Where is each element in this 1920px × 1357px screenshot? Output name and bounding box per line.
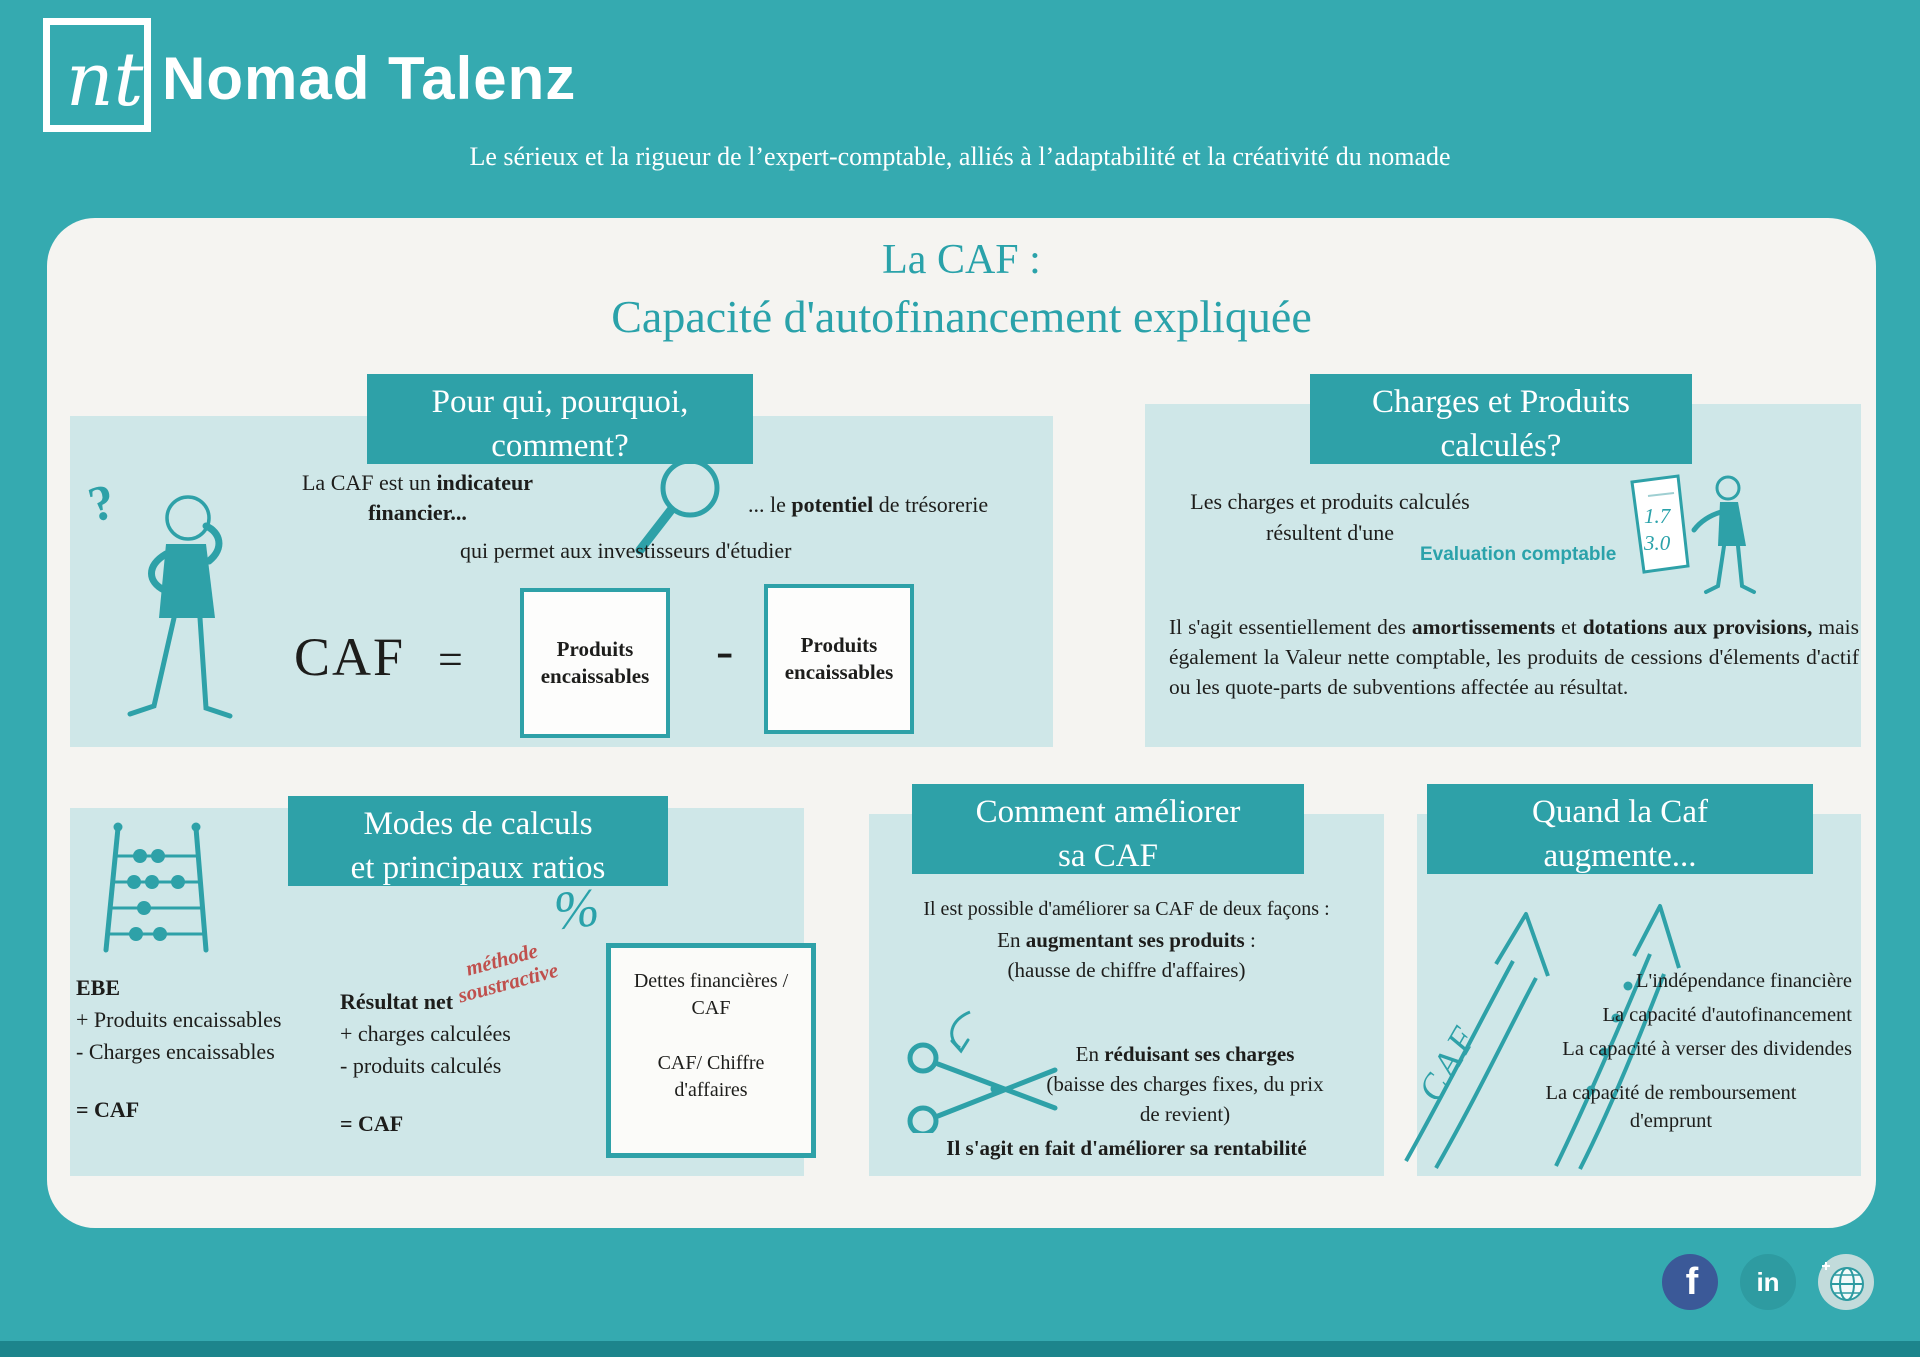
rn-result: = CAF <box>340 1110 404 1136</box>
globe-glyph <box>1822 1262 1864 1301</box>
improve-line-2: En augmentant ses produits : <box>869 928 1384 953</box>
charges-intro-line2: résultent d'une <box>1266 520 1394 546</box>
ebe-line1: + Produits encaissables <box>76 1006 282 1032</box>
section-who-header-line1: Pour qui, pourquoi, <box>431 384 689 420</box>
section-charges-header: Charges et Produits calculés? <box>1310 374 1692 464</box>
intro-bold: indicateur financier... <box>368 470 533 525</box>
para-pre: Il s'agit essentiellement des <box>1169 615 1412 639</box>
improve-line-3: (hausse de chiffre d'affaires) <box>1007 958 1246 982</box>
rn-line1: + charges calculées <box>340 1020 511 1046</box>
section-improve-panel <box>869 814 1384 1176</box>
brand-name: Nomad Talenz <box>162 45 577 112</box>
section-increase-header: Quand la Caf augmente... <box>1427 784 1813 874</box>
caf-formula-word: CAF <box>294 627 406 687</box>
facebook-icon[interactable]: f <box>1662 1254 1718 1310</box>
ratio2-line1: CAF/ Chiffre <box>657 1052 765 1074</box>
investors-text: qui permet aux investisseurs d'étudier <box>460 538 792 563</box>
rising-arrows-icon: CAF <box>1404 904 1681 1170</box>
globe-icon[interactable] <box>1818 1254 1874 1310</box>
nt-monogram-icon: nt <box>66 37 144 123</box>
section-increase-header-line1: Quand la Caf <box>1532 794 1708 830</box>
logo-monogram: nt <box>66 37 144 123</box>
improve-line4-bold: réduisant ses charges <box>1104 1042 1295 1066</box>
potential-bold: potentiel <box>791 492 874 517</box>
para-bold1: amortissements <box>1411 615 1556 639</box>
equals-sign: = <box>438 635 463 684</box>
section-increase-panel <box>1417 814 1861 1176</box>
doc-number-2: 3.0 <box>1643 531 1671 555</box>
thinking-person-icon: ? <box>88 472 233 719</box>
box2-label: Produits encaissables <box>784 632 894 684</box>
scissors-icon <box>907 1010 1058 1133</box>
para-mid: et <box>1555 615 1583 639</box>
improve-line-5: (baisse des charges fixes, du prix <box>1046 1072 1324 1096</box>
facebook-letter: f <box>1685 1260 1699 1303</box>
improve-line-6: de revient) <box>1139 1102 1231 1126</box>
increase-item: L'indépendance financière <box>1636 970 1852 992</box>
section-who-header-line2: comment? <box>491 427 629 464</box>
ebe-title: EBE <box>76 975 121 1000</box>
improve-line4-pre: En <box>1075 1042 1105 1066</box>
ebe-line2: - Charges encaissables <box>76 1038 275 1064</box>
improve-line-4: En réduisant ses charges <box>1010 1042 1360 1067</box>
ratios-box: Dettes financières / CAF CAF/ Chiffre d'… <box>606 943 816 1158</box>
rn-line2: - produits calculés <box>340 1052 502 1078</box>
linkedin-letters: in <box>1756 1266 1780 1297</box>
section-modes-header-line2: et principaux ratios <box>350 849 606 886</box>
para-rest: mais également la Valeur nette comptable… <box>1169 615 1860 700</box>
section-improve-header: Comment améliorer sa CAF <box>912 784 1304 874</box>
linkedin-icon[interactable]: in <box>1740 1254 1796 1310</box>
increase-item: La capacité d'autofinancement <box>1602 1004 1852 1026</box>
charges-paragraph: Il s'agit essentiellement des amortissem… <box>1169 612 1859 702</box>
who-intro-text: La CAF est un indicateur financier... <box>280 468 555 527</box>
resultat-net-formula-column: Résultat net + charges calculées - produ… <box>340 986 511 1140</box>
improve-line-1: Il est possible d'améliorer sa CAF de de… <box>923 898 1330 920</box>
section-modes-header-line1: Modes de calculs <box>363 806 593 842</box>
section-improve-header-line2: sa CAF <box>1058 837 1158 874</box>
improve-line2-post: : <box>1244 928 1256 952</box>
accounting-document-icon: 1.7 3.0 <box>1630 474 1756 594</box>
improve-line2-pre: En <box>997 928 1026 952</box>
doc-number-1: 1.7 <box>1644 504 1672 528</box>
ebe-result: = CAF <box>76 1096 140 1122</box>
section-improve-header-line1: Comment améliorer <box>975 794 1241 830</box>
improve-line2-bold: augmentant ses produits <box>1025 928 1245 952</box>
section-increase-header-line2: augmente... <box>1543 837 1697 874</box>
section-who-header: Pour qui, pourquoi, comment? <box>367 374 753 464</box>
box1-label: Produits encaissables <box>540 636 650 688</box>
brand-logo-box: nt <box>43 18 151 132</box>
improve-line-7: Il s'agit en fait d'améliorer sa rentabi… <box>946 1136 1307 1160</box>
section-charges-header-line1: Charges et Produits <box>1372 384 1630 420</box>
produits-encaissables-box-2: Produits encaissables <box>764 584 914 734</box>
main-title-line1: La CAF : <box>882 237 1041 283</box>
intro-pre: La CAF est un <box>301 470 437 495</box>
section-charges-header-line2: calculés? <box>1440 427 1562 464</box>
ratio2-line2: d'affaires <box>674 1079 748 1101</box>
bottom-bar <box>0 1341 1920 1357</box>
potential-pre: ... le <box>748 492 792 517</box>
charges-intro-text: Les charges et produits calculés résulte… <box>1163 486 1497 548</box>
increase-item: La capacité à verser des dividendes <box>1562 1038 1852 1060</box>
ratio1-line1: Dettes financières / <box>633 970 789 992</box>
rn-title: Résultat net <box>340 989 454 1014</box>
magnifier-icon <box>635 458 720 555</box>
increase-item: La capacité de remboursement d'emprunt <box>1545 1082 1797 1132</box>
potential-post: de trésorerie <box>873 492 989 517</box>
minus-sign: - <box>716 623 734 680</box>
tagline: Le sérieux et la rigueur de l’expert-com… <box>469 142 1451 171</box>
produits-encaissables-box-1: Produits encaissables <box>520 588 670 738</box>
section-modes-header: Modes de calculs et principaux ratios <box>288 796 668 886</box>
evaluation-comptable-label: Evaluation comptable <box>1420 544 1617 565</box>
question-mark: ? <box>88 472 120 532</box>
ebe-formula-column: EBE + Produits encaissables - Charges en… <box>76 972 282 1126</box>
potential-text: ... le potentiel de trésorerie <box>748 492 988 518</box>
ratio1-line2: CAF <box>691 997 731 1019</box>
para-bold2: dotations aux provisions, <box>1582 615 1813 639</box>
abacus-icon <box>103 822 209 953</box>
main-title-line2: Capacité d'autofinancement expliquée <box>611 291 1312 342</box>
charges-intro-line1: Les charges et produits calculés <box>1190 489 1470 514</box>
